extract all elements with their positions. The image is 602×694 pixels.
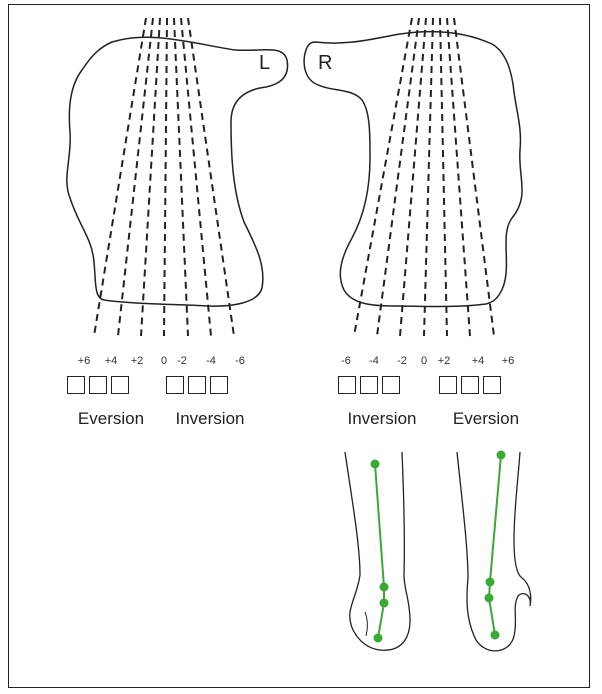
left-inversion-checkbox[interactable] [166,376,184,394]
left-eversion-checkbox[interactable] [111,376,129,394]
right-leg-alignment-icon [457,451,531,651]
right-inversion-checkbox[interactable] [360,376,378,394]
left-tick-label: 0 [161,355,167,367]
right-inversion-checkbox[interactable] [382,376,400,394]
left-angle-lines [94,18,234,336]
left-eversion-checkbox[interactable] [89,376,107,394]
left-eversion-caption: Eversion [78,409,144,429]
right-eversion-checkbox[interactable] [461,376,479,394]
right-tick-label: +6 [502,355,515,367]
right-inversion-caption: Inversion [348,409,417,429]
left-foot-side-label: L [259,52,270,75]
left-inversion-checkbox[interactable] [188,376,206,394]
right-tick-label: -6 [341,355,351,367]
left-tick-label: -6 [235,355,245,367]
left-tick-label: -4 [206,355,216,367]
right-tick-label: -4 [369,355,379,367]
left-inversion-checkbox[interactable] [210,376,228,394]
left-inversion-caption: Inversion [176,409,245,429]
left-tick-label: +2 [131,355,144,367]
left-leg-alignment-icon [345,452,410,650]
right-tick-label: +2 [438,355,451,367]
right-angle-lines [354,18,494,336]
right-eversion-caption: Eversion [453,409,519,429]
left-tick-label: +6 [78,355,91,367]
right-tick-label: +4 [472,355,485,367]
right-eversion-checkbox[interactable] [439,376,457,394]
right-foot-side-label: R [318,52,332,75]
left-foot-outline-icon [67,37,288,306]
left-tick-label: -2 [177,355,187,367]
right-foot-outline-icon [304,32,522,307]
right-inversion-checkbox[interactable] [338,376,356,394]
left-eversion-checkbox[interactable] [67,376,85,394]
right-tick-label: -2 [397,355,407,367]
left-tick-label: +4 [105,355,118,367]
right-tick-label: 0 [421,355,427,367]
right-eversion-checkbox[interactable] [483,376,501,394]
